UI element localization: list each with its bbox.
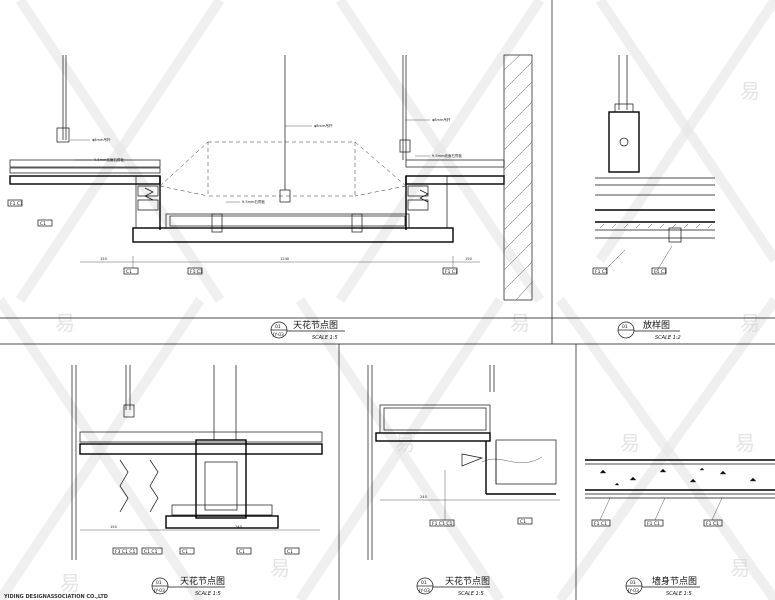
drawing-title: 天花节点图 bbox=[293, 319, 338, 331]
drawing-title-4: 01 JY-03 天花节点图 SCALE 1:5 bbox=[416, 575, 490, 597]
svg-text:F1 C1: F1 C1 bbox=[654, 269, 667, 275]
watermark-glyph: 易 bbox=[620, 431, 640, 455]
svg-text:240: 240 bbox=[420, 495, 428, 499]
svg-text:9.5mm纸面石膏板: 9.5mm纸面石膏板 bbox=[432, 153, 462, 158]
svg-text:F1 C1: F1 C1 bbox=[595, 269, 608, 275]
company-name: YIDING DESIGNASSOCIATION CO.,LTD bbox=[3, 594, 108, 600]
drawing-scale: SCALE 1:2 bbox=[655, 335, 681, 341]
svg-text:C1: C1 bbox=[126, 269, 132, 275]
svg-text:C1: C1 bbox=[287, 549, 293, 555]
panel-ceiling-node-lower-middle: 240 F1 C1 C1 C1 bbox=[367, 365, 560, 560]
svg-text:F1 C1: F1 C1 bbox=[190, 269, 203, 275]
drawing-title: 天花节点图 bbox=[180, 575, 225, 587]
svg-text:F1 C1 C1: F1 C1 C1 bbox=[432, 521, 452, 527]
title-number: 01 bbox=[622, 324, 628, 330]
title-sheet-ref: JY-03 bbox=[272, 332, 284, 338]
watermark-glyph: 易 bbox=[395, 431, 415, 455]
svg-text:C1 C1: C1 C1 bbox=[144, 549, 158, 555]
panel-ceiling-node-main: 150 1240 150 φ8mm吊杆 9.5mm纸面石膏板 φ8mm吊杆 9.… bbox=[7, 54, 533, 301]
svg-text:C1: C1 bbox=[239, 549, 245, 555]
svg-text:150: 150 bbox=[100, 257, 108, 261]
drawing-title-2: 01 放样图 SCALE 1:2 bbox=[617, 319, 681, 341]
watermark-glyph: 易 bbox=[735, 431, 755, 455]
svg-text:1240: 1240 bbox=[280, 257, 290, 261]
watermark-glyph: 易 bbox=[730, 556, 750, 580]
title-sheet-ref: JY-03 bbox=[418, 588, 430, 594]
svg-text:F3 C1 C1: F3 C1 C1 bbox=[115, 549, 135, 555]
title-number: 01 bbox=[630, 580, 636, 586]
svg-text:C1: C1 bbox=[520, 519, 526, 525]
panel-ceiling-node-lower-left: 150 240 F3 C1 C1 C1 C1 C1 C1 C1 bbox=[71, 365, 323, 560]
svg-text:F1 C1: F1 C1 bbox=[445, 269, 458, 275]
title-number: 01 bbox=[156, 580, 162, 586]
watermark-glyph: 易 bbox=[740, 311, 760, 335]
panel-wall-node: F1 C1 F1 C1 F1 C1 bbox=[585, 459, 775, 527]
drawing-title-3: 01 JY-03 天花节点图 SCALE 1:5 bbox=[151, 575, 225, 597]
drawing-title: 墙身节点图 bbox=[652, 575, 697, 587]
watermark-glyph: 易 bbox=[270, 556, 290, 580]
svg-text:9.5mm石膏板: 9.5mm石膏板 bbox=[242, 199, 265, 204]
title-sheet-ref: JY-03 bbox=[153, 588, 165, 594]
drawing-scale: SCALE 1:5 bbox=[666, 591, 692, 597]
title-sheet-ref: JY-03 bbox=[627, 588, 639, 594]
drawing-title: 天花节点图 bbox=[445, 575, 490, 587]
drawing-scale: SCALE 1:5 bbox=[458, 591, 484, 597]
svg-text:C1: C1 bbox=[182, 549, 188, 555]
svg-text:240: 240 bbox=[235, 525, 243, 529]
panel-sample-drawing: F1 C1 F1 C1 bbox=[592, 55, 715, 275]
drawing-title-5: 01 JY-03 墙身节点图 SCALE 1:5 bbox=[625, 575, 700, 597]
svg-text:F1 C1: F1 C1 bbox=[647, 521, 660, 527]
svg-text:φ8mm吊杆: φ8mm吊杆 bbox=[314, 123, 333, 128]
watermark-glyph: 易 bbox=[740, 79, 760, 103]
svg-text:φ8mm吊杆: φ8mm吊杆 bbox=[92, 137, 111, 142]
svg-text:F1 C1: F1 C1 bbox=[594, 521, 607, 527]
watermark-glyph: 易 bbox=[60, 571, 80, 595]
svg-text:150: 150 bbox=[465, 257, 473, 261]
title-number: 01 bbox=[275, 324, 281, 330]
drawing-scale: SCALE 1:5 bbox=[195, 591, 221, 597]
svg-text:C1: C1 bbox=[40, 221, 46, 227]
svg-text:9.5mm纸面石膏板: 9.5mm纸面石膏板 bbox=[94, 157, 124, 162]
watermark-glyph: 易 bbox=[510, 311, 530, 335]
svg-text:150: 150 bbox=[110, 525, 118, 529]
svg-text:F1 C1: F1 C1 bbox=[706, 521, 719, 527]
drawing-title-1: 01 JY-03 天花节点图 SCALE 1:5 bbox=[270, 319, 345, 341]
drawing-title: 放样图 bbox=[643, 319, 670, 331]
watermark-glyph: 易 bbox=[55, 311, 75, 335]
svg-text:F1 C1: F1 C1 bbox=[10, 201, 23, 207]
drawing-scale: SCALE 1:5 bbox=[312, 335, 338, 341]
title-number: 01 bbox=[421, 580, 427, 586]
svg-text:φ8mm吊杆: φ8mm吊杆 bbox=[432, 117, 451, 122]
